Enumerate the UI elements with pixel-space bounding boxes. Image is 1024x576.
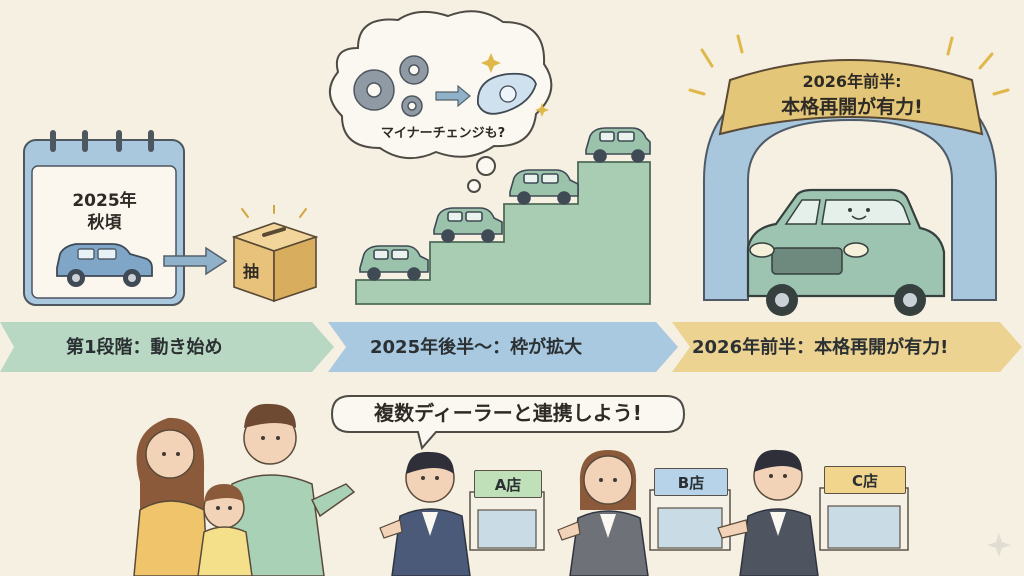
speech-bubble bbox=[326, 392, 690, 452]
celebration-arch bbox=[682, 30, 1018, 320]
dealer-staff-a bbox=[378, 440, 478, 576]
lottery-box-illustration bbox=[228, 205, 320, 305]
arch-banner-line1: 2026年前半: bbox=[802, 72, 902, 91]
calendar-illustration bbox=[22, 128, 187, 308]
stage-1-label: 第1段階：動き始め bbox=[66, 337, 223, 358]
thought-text: マイナーチェンジも? bbox=[380, 126, 506, 141]
store-b-building bbox=[648, 468, 732, 552]
family-illustration bbox=[120, 392, 360, 576]
arch-banner-line2: 本格再開が有力! bbox=[781, 96, 923, 118]
store-c-sign: C店 bbox=[824, 466, 906, 494]
stage-3-label: 2026年前半：本格再開が有力! bbox=[692, 337, 949, 358]
box-label: 抽 bbox=[242, 262, 259, 281]
arrow-right-icon bbox=[162, 246, 228, 276]
store-a-sign: A店 bbox=[474, 470, 542, 498]
staircase-illustration bbox=[352, 120, 654, 310]
stage-2-label: 2025年後半〜：枠が拡大 bbox=[370, 337, 583, 358]
stage-arrows bbox=[0, 318, 1024, 376]
dealer-staff-c bbox=[716, 436, 826, 576]
dealer-staff-b bbox=[556, 440, 656, 576]
calendar-season: 秋頃 bbox=[87, 213, 122, 233]
calendar-year: 2025年 bbox=[72, 191, 137, 211]
store-a-building bbox=[468, 470, 546, 552]
sparkle-icon bbox=[986, 532, 1012, 558]
thought-bubble bbox=[318, 8, 568, 198]
speech-text: 複数ディーラーと連携しよう! bbox=[374, 401, 642, 425]
store-b-sign: B店 bbox=[654, 468, 728, 496]
store-c-building bbox=[818, 466, 910, 552]
